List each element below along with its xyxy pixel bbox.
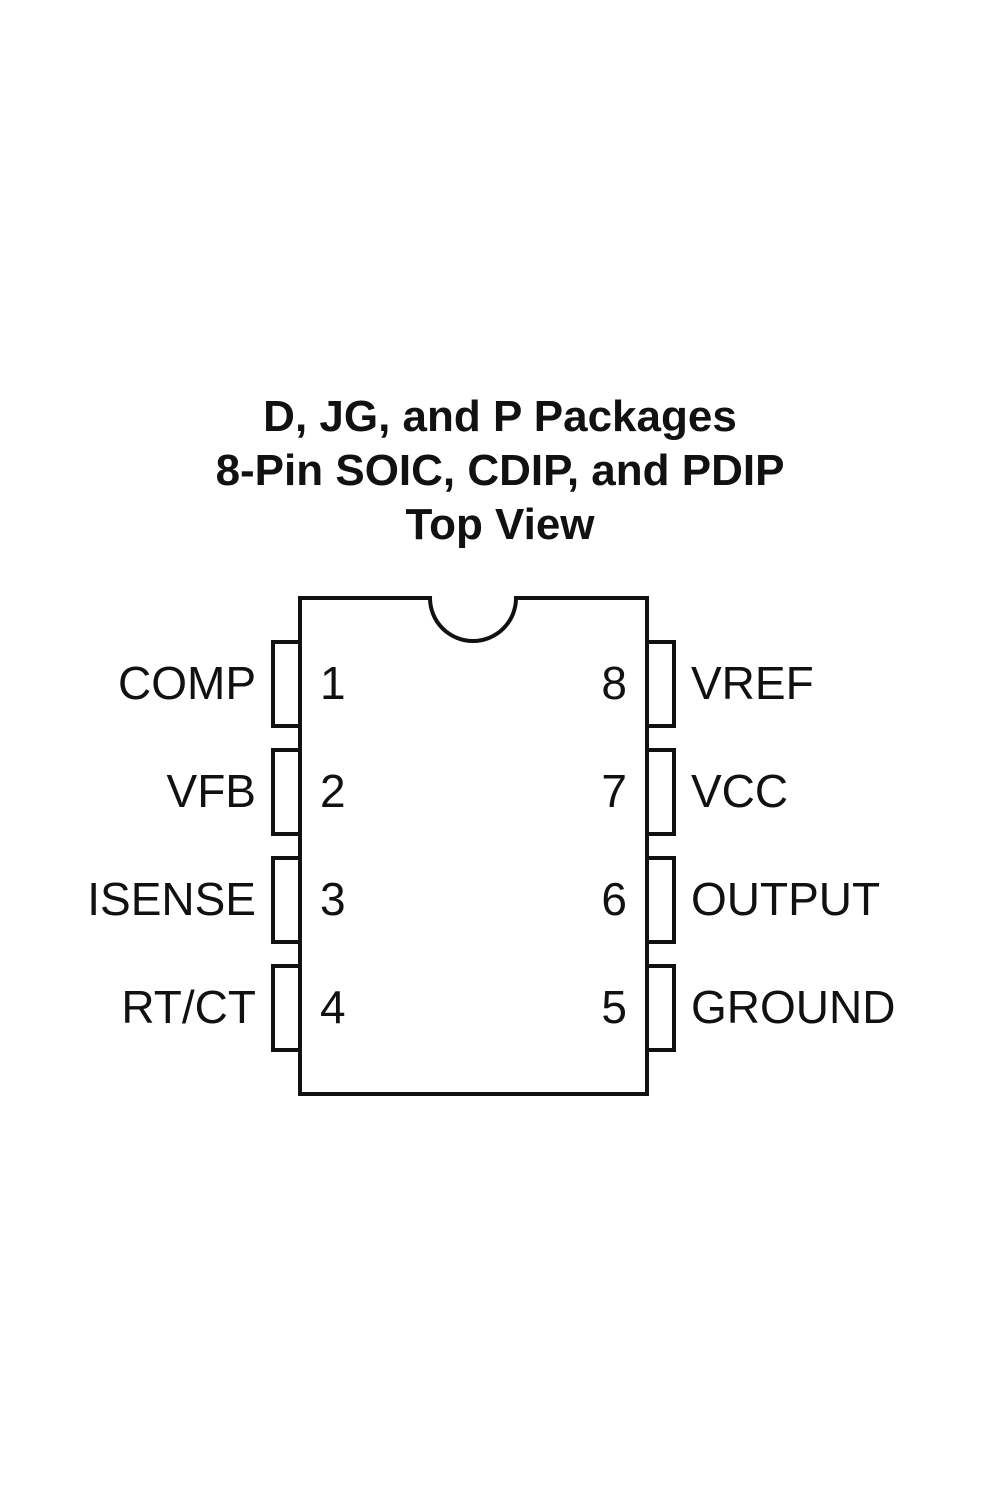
pin-6-lead xyxy=(645,856,676,944)
pin-8-lead xyxy=(645,640,676,728)
pin-7-lead xyxy=(645,748,676,836)
pin-2-label: VFB xyxy=(167,765,256,817)
pin-1-lead xyxy=(271,640,302,728)
pin-8-number: 8 xyxy=(601,657,627,709)
pin-8-label: VREF xyxy=(691,657,814,709)
pin-1-label: COMP xyxy=(118,657,256,709)
pin-6-number: 6 xyxy=(601,873,627,925)
pin-7-number: 7 xyxy=(601,765,627,817)
pin-7-label: VCC xyxy=(691,765,788,817)
pin-3-lead xyxy=(271,856,302,944)
pin-5-label: GROUND xyxy=(691,981,895,1033)
ic-package-body xyxy=(298,596,649,1096)
pin-1-number: 1 xyxy=(320,657,346,709)
pin-5-lead xyxy=(645,964,676,1052)
pin-3-label: ISENSE xyxy=(87,873,256,925)
pin-4-number: 4 xyxy=(320,981,346,1033)
title-line-view: Top View xyxy=(405,500,595,549)
pin-6-label: OUTPUT xyxy=(691,873,880,925)
title-line-pin-types: 8-Pin SOIC, CDIP, and PDIP xyxy=(215,446,785,495)
pin-5-number: 5 xyxy=(601,981,627,1033)
pin-2-lead xyxy=(271,748,302,836)
pin-4-lead xyxy=(271,964,302,1052)
diagram-title: D, JG, and P Packages 8-Pin SOIC, CDIP, … xyxy=(0,390,1000,552)
pin-3-number: 3 xyxy=(320,873,346,925)
pin-2-number: 2 xyxy=(320,765,346,817)
pin-4-label: RT/CT xyxy=(121,981,256,1033)
title-line-packages: D, JG, and P Packages xyxy=(263,392,737,441)
